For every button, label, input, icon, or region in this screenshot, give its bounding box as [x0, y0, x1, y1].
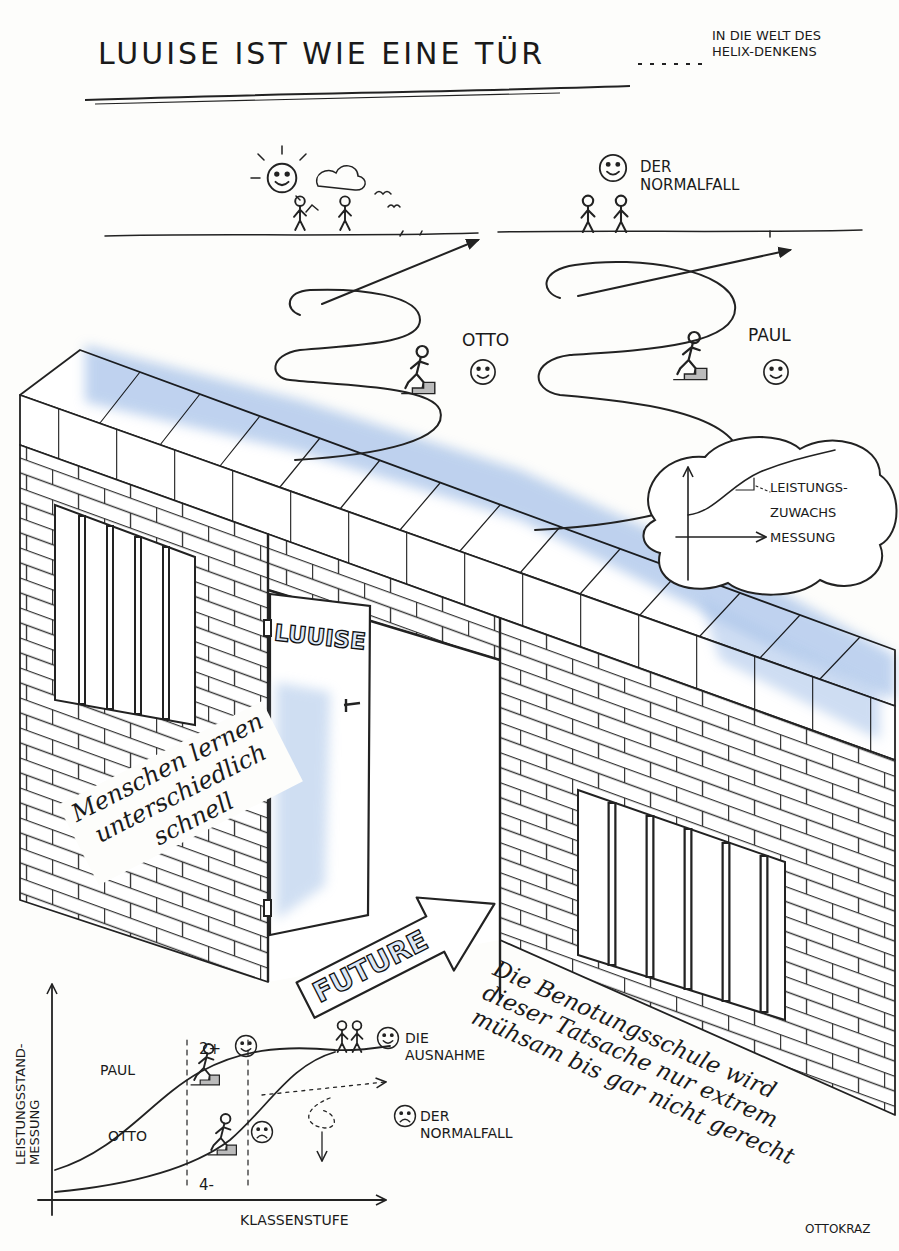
sky-scene	[251, 146, 306, 200]
door-hardware	[264, 620, 360, 916]
title-underline	[638, 63, 708, 65]
progress-chart	[55, 1052, 335, 1192]
chart-note: DER NORMALFALL	[420, 1108, 532, 1142]
person-name: PAUL	[748, 325, 818, 345]
barred-window	[612, 802, 764, 1013]
helix-spiral	[673, 332, 707, 380]
helix-spiral	[401, 346, 435, 394]
wall	[20, 445, 268, 982]
progress-chart	[38, 985, 415, 1215]
node-text: FUTURE	[298, 917, 443, 1017]
grade-mark: 4-	[199, 1176, 233, 1194]
sky-scene	[294, 196, 306, 230]
helix-spiral	[275, 290, 441, 460]
progress-chart	[55, 1046, 390, 1170]
growth-mini-chart	[756, 486, 770, 492]
signature: OTTOKRAZ	[805, 1222, 895, 1236]
sky-scene	[268, 164, 297, 193]
progress-chart	[352, 1021, 363, 1052]
sky-scene	[105, 233, 478, 236]
barred-window	[82, 515, 166, 720]
sky-scene	[306, 205, 318, 212]
blue-wash	[85, 345, 895, 740]
sky-scene	[339, 196, 351, 230]
sky-scene	[317, 166, 366, 190]
sky-scene	[498, 230, 862, 232]
chart-note: DIE AUSNAHME	[405, 1030, 500, 1064]
node-text: LEISTUNGS-ZUWACHS MESSUNG	[770, 475, 882, 550]
progress-chart	[321, 1132, 322, 1160]
barred-window	[82, 517, 166, 718]
growth-mini-chart	[688, 450, 835, 515]
barred-window	[612, 804, 764, 1011]
wall-note: Menschen lernen unterschiedlich schnell	[58, 701, 303, 886]
progress-chart	[337, 1021, 348, 1052]
title: LUUISE IST WIE EINE TÜR	[98, 36, 545, 71]
title-underline	[95, 93, 560, 104]
grade-mark: 2+	[199, 1040, 233, 1058]
progress-chart	[262, 1082, 385, 1095]
progress-chart	[38, 1199, 385, 1201]
progress-chart	[208, 1114, 237, 1155]
progress-chart	[395, 1106, 416, 1127]
progress-chart	[187, 1040, 248, 1188]
door-hardware	[264, 900, 271, 916]
person-name: OTTO	[108, 1128, 168, 1145]
growth-mini-chart	[736, 478, 754, 490]
progress-chart	[51, 985, 53, 1215]
progress-chart	[236, 1036, 257, 1057]
cloud-bubble: LEISTUNGS-ZUWACHS MESSUNG	[630, 425, 899, 600]
barred-window	[55, 505, 195, 725]
sky-scene	[375, 192, 400, 208]
subtitle: IN DIE WELT DES HELIX-DENKENS	[712, 28, 862, 59]
node-shape	[630, 425, 899, 600]
axis-title: LEISTUNGSSTAND-MESSUNG	[14, 985, 43, 1165]
helix-spiral	[322, 240, 478, 304]
progress-chart	[378, 1028, 399, 1049]
scene-caption: DER NORMALFALL	[640, 158, 752, 194]
growth-mini-chart	[676, 536, 765, 538]
barred-window	[578, 790, 785, 1020]
sky-scene	[600, 155, 626, 181]
blue-wash	[700, 600, 880, 740]
helix-spiral	[578, 250, 790, 296]
progress-chart	[252, 1122, 273, 1143]
growth-mini-chart	[676, 450, 835, 580]
cloud-outline	[644, 437, 897, 595]
door-hardware	[344, 699, 360, 712]
person-name: OTTO	[462, 330, 532, 350]
sky-scene	[400, 231, 422, 236]
helix-spiral	[764, 360, 788, 384]
sky-scene	[105, 146, 862, 237]
wall-note: Die Benotungsschule wird dieser Tatsache…	[468, 955, 829, 1174]
door-hardware	[264, 620, 271, 636]
helix-spiral	[471, 360, 495, 384]
progress-chart	[309, 1098, 335, 1128]
sky-scene	[769, 231, 771, 237]
sky-scene	[582, 196, 595, 232]
growth-mini-chart	[687, 468, 689, 580]
sky-scene	[615, 196, 628, 232]
person-name: PAUL	[100, 1062, 160, 1079]
axis-title: KLASSENSTUFE	[240, 1212, 400, 1229]
door-wash	[276, 682, 330, 920]
